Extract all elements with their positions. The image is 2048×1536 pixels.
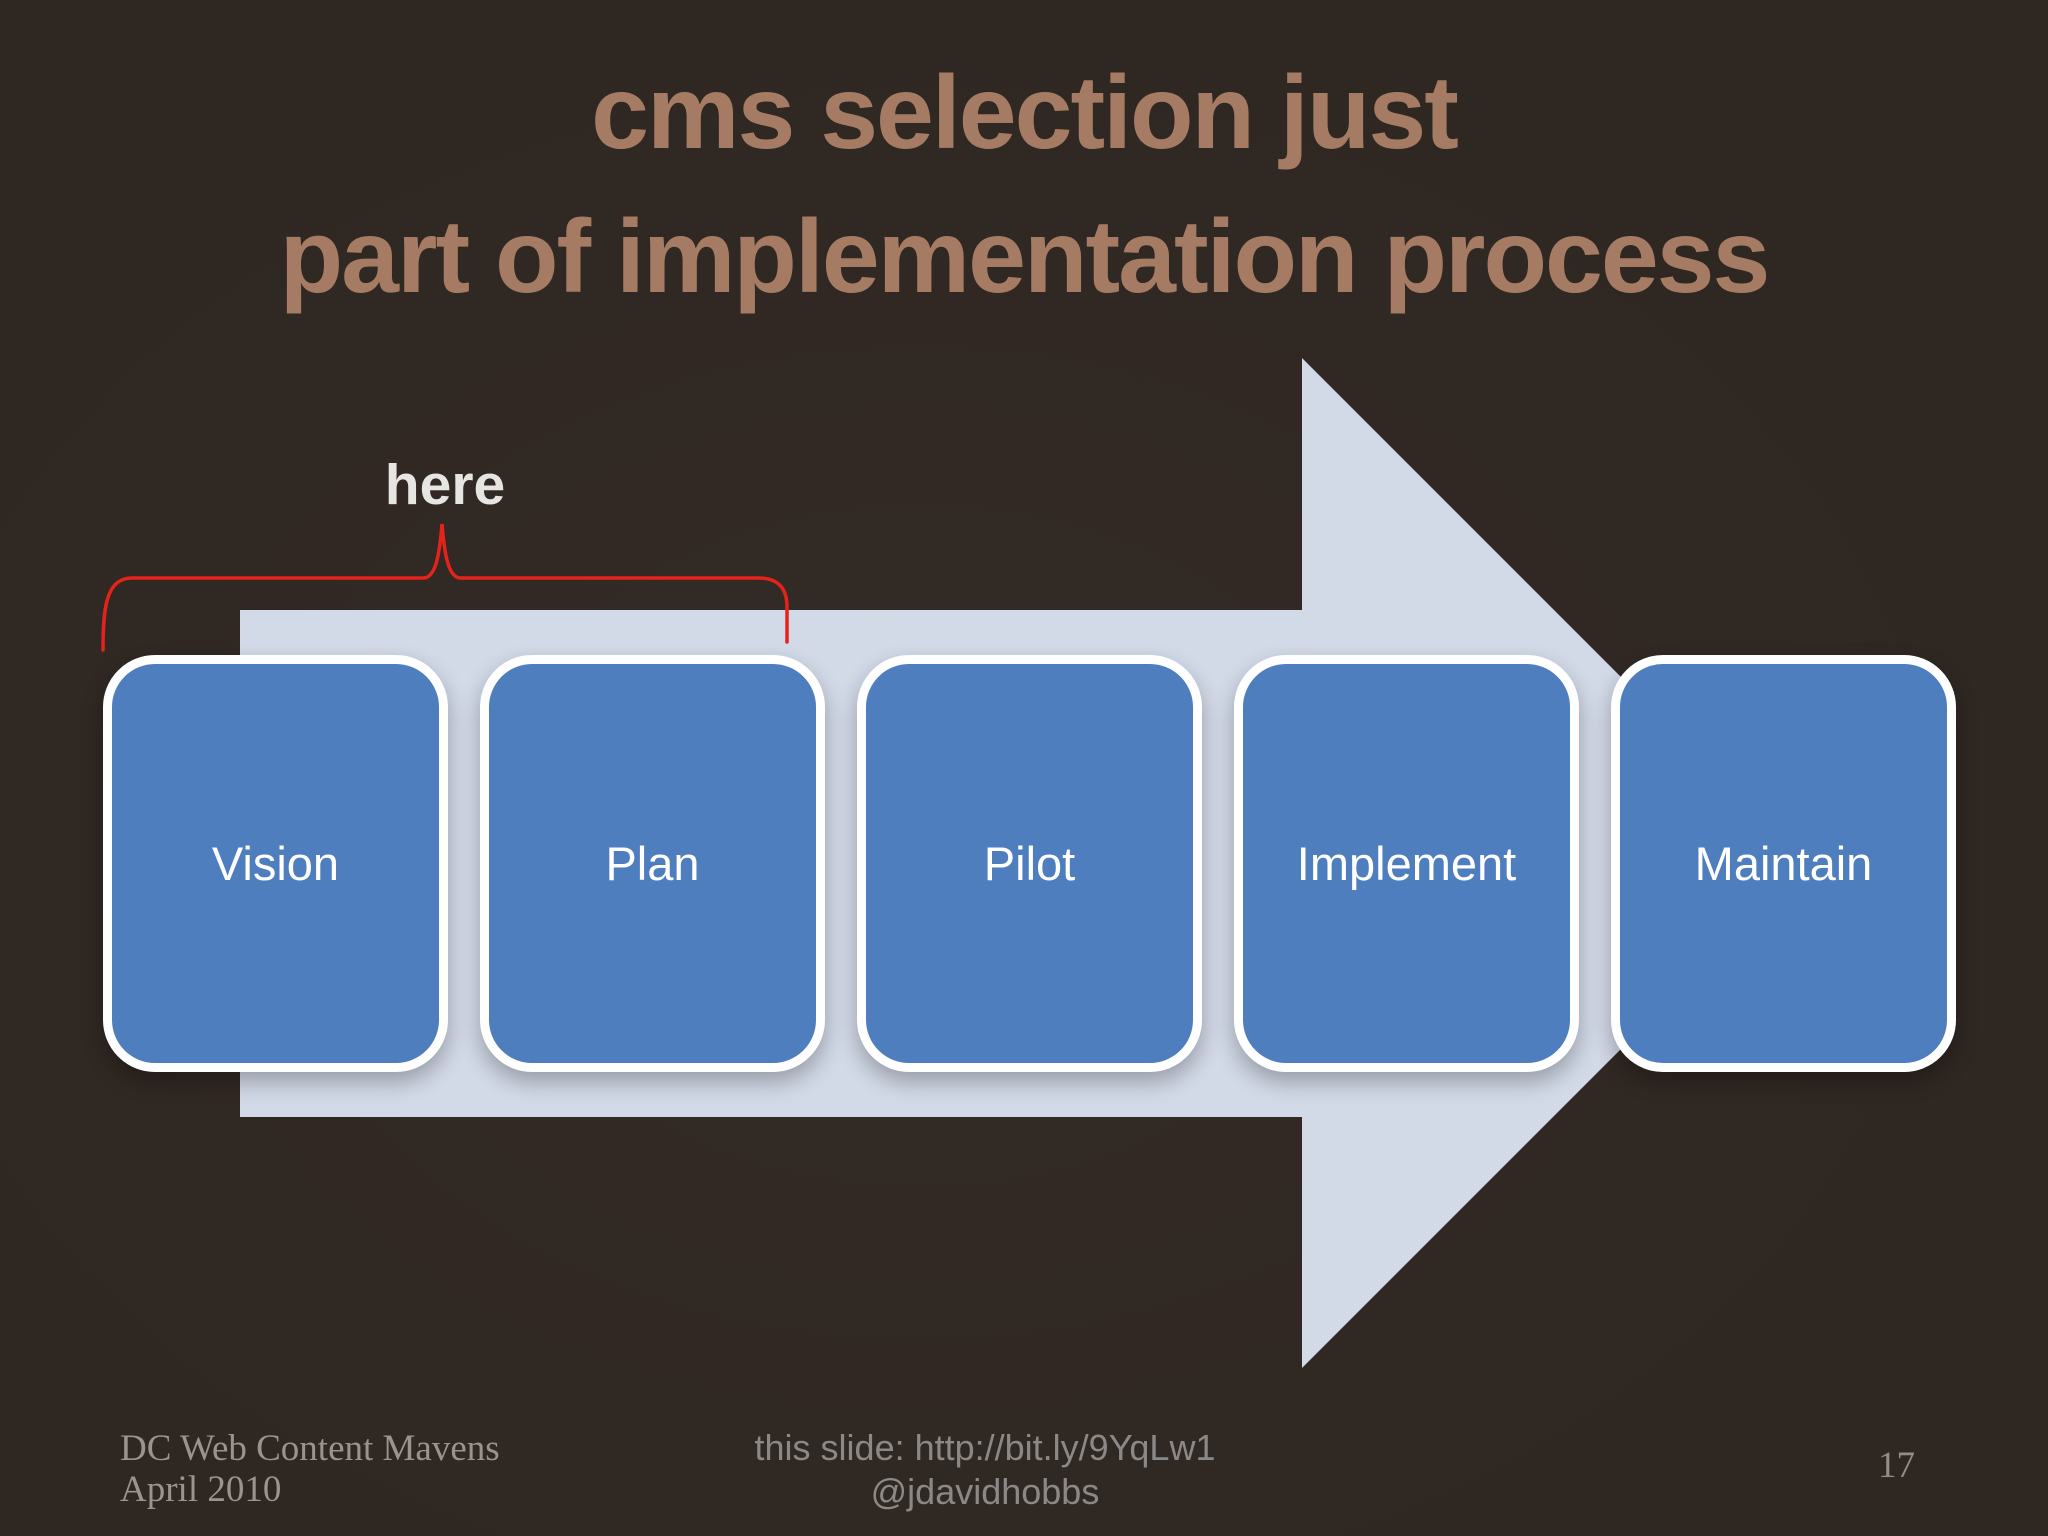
footer-slide-url: this slide: http://bit.ly/9YqLw1 [754, 1427, 1216, 1468]
footer-credit-line-2: April 2010 [120, 1469, 282, 1511]
footer-credit-line-1: DC Web Content Mavens [120, 1428, 500, 1469]
slide-title: cms selection just part of implementatio… [0, 42, 2048, 329]
process-step-vision: Vision [103, 655, 448, 1072]
process-step-label: Implement [1296, 837, 1517, 890]
process-step-implement: Implement [1234, 655, 1579, 1072]
slide-title-line-2: part of implementation process [279, 198, 1771, 315]
process-step-pilot: Pilot [857, 655, 1202, 1072]
process-step-label: Maintain [1694, 837, 1873, 890]
footer-slide-link: this slide: http://bit.ly/9YqLw1 @jdavid… [635, 1426, 1335, 1514]
process-step-maintain: Maintain [1611, 655, 1956, 1072]
process-step-label: Pilot [983, 837, 1076, 890]
process-step-plan: Plan [480, 655, 825, 1072]
process-step-label: Vision [211, 837, 340, 890]
footer-credit: DC Web Content Mavens April 2010 [120, 1428, 500, 1511]
slide-title-line-1: cms selection just [591, 55, 1459, 171]
page-number: 17 [1878, 1445, 1915, 1486]
footer-twitter-handle: @jdavidhobbs [870, 1470, 1100, 1512]
annotation-here-label: here [384, 453, 506, 517]
process-step-label: Plan [605, 837, 700, 890]
